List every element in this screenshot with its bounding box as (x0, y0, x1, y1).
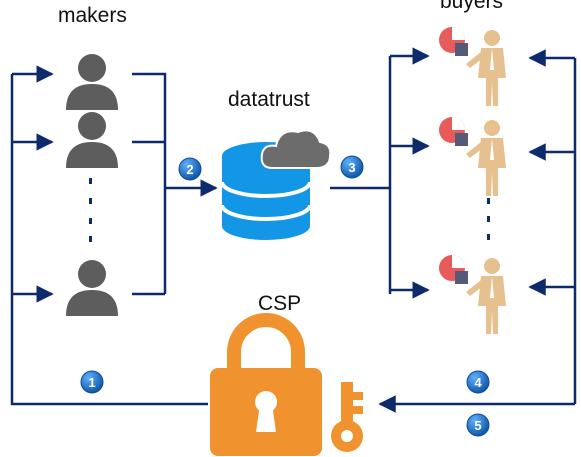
makers-out-1 (132, 72, 167, 294)
step-number: 2 (186, 162, 193, 177)
csp-label: CSP (258, 292, 302, 315)
padlock-icon (210, 313, 322, 456)
buyer-person-icon (466, 120, 506, 196)
buyers-ellipsis (487, 198, 490, 240)
step-number: 1 (88, 375, 95, 390)
buyer-group (439, 117, 506, 196)
buyer-group (439, 255, 506, 334)
buyer-person-icon (466, 258, 506, 334)
pie-chart-icon (439, 117, 468, 146)
pie-chart-icon (439, 27, 468, 56)
makers-label: makers (58, 4, 127, 27)
step-badge-3: 3 (340, 155, 364, 179)
key-icon (331, 382, 363, 452)
connectors (10, 47, 577, 413)
maker-person-icon (66, 54, 118, 110)
step-number: 3 (348, 160, 355, 175)
pie-chart-icon (439, 255, 468, 284)
feed-line-bottom (10, 74, 208, 406)
buyer-person-icon (466, 30, 506, 106)
cloud-icon (260, 129, 332, 169)
step-number: 4 (474, 375, 482, 390)
step-badge-1: 1 (80, 370, 104, 394)
step-badge-2: 2 (178, 157, 202, 181)
buyers-label: buyers (440, 0, 504, 13)
datatrust-label: datatrust (228, 88, 310, 111)
maker-person-icon (66, 112, 118, 168)
makers-ellipsis (89, 178, 92, 242)
maker-person-icon (66, 260, 118, 316)
buyer-group (439, 27, 506, 106)
step-badge-4: 4 (466, 370, 490, 394)
step-number: 5 (474, 418, 481, 433)
step-badge-5: 5 (466, 413, 490, 437)
